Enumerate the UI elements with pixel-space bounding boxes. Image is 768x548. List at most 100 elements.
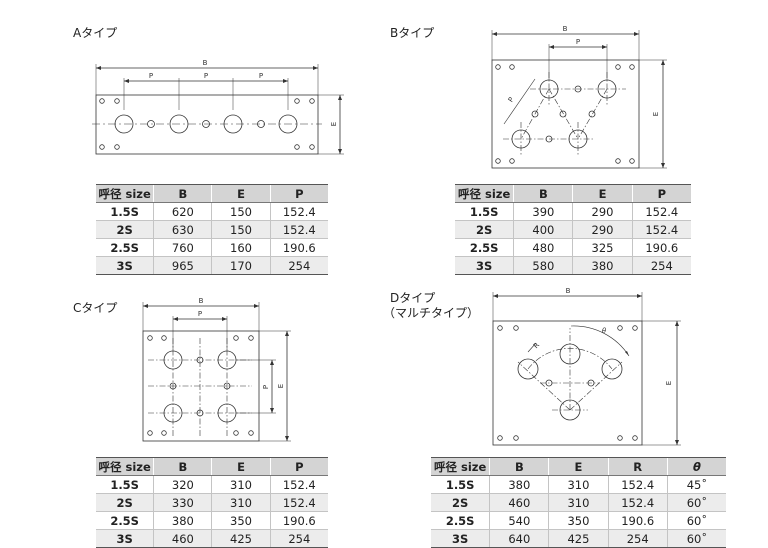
- cell-e: 350: [548, 511, 608, 530]
- cell-b: 330: [153, 493, 212, 512]
- cell-size: 1.5S: [431, 475, 490, 494]
- cell-p: 152.4: [631, 220, 691, 239]
- cell-b: 965: [153, 256, 212, 275]
- a-type-title: Aタイプ: [73, 26, 118, 40]
- b-dim-p-diagonal: P: [507, 96, 516, 104]
- cell-e: 170: [211, 256, 271, 275]
- col-header-size: 呼径 size: [96, 457, 154, 476]
- table-row: 2S 330 310 152.4: [96, 493, 328, 512]
- c-dim-e: E: [277, 384, 285, 388]
- table-row: 2.5S 540 350 190.6 60˚: [431, 511, 726, 530]
- a-dim-p2: P: [204, 72, 208, 80]
- table-row: 1.5S 320 310 152.4: [96, 475, 328, 494]
- table-row: 2.5S 380 350 190.6: [96, 511, 328, 530]
- c-type-table: 呼径 size B E P 1.5S 320 310 152.4 2S 330 …: [96, 457, 328, 548]
- b-type-table: 呼径 size B E P 1.5S 390 290 152.4 2S 400 …: [455, 184, 691, 275]
- cell-size: 2S: [455, 220, 514, 239]
- col-header-b: B: [489, 457, 549, 476]
- table-row: 1.5S 620 150 152.4: [96, 202, 328, 221]
- c-dim-b: B: [199, 297, 204, 305]
- cell-theta: 60˚: [666, 529, 726, 548]
- cell-e: 290: [572, 202, 633, 221]
- cell-e: 310: [548, 475, 608, 494]
- cell-p: 254: [631, 256, 691, 275]
- cell-r: 152.4: [607, 475, 668, 494]
- cell-size: 3S: [455, 256, 514, 275]
- cell-size: 2S: [96, 220, 154, 239]
- c-dim-p-side: P: [262, 385, 270, 389]
- cell-p: 152.4: [631, 202, 691, 221]
- cell-size: 2.5S: [431, 511, 490, 530]
- col-header-size: 呼径 size: [431, 457, 490, 476]
- cell-e: 425: [548, 529, 608, 548]
- col-header-e: E: [211, 184, 271, 203]
- cell-e: 425: [211, 529, 271, 548]
- cell-p: 190.6: [269, 238, 328, 257]
- cell-r: 254: [607, 529, 668, 548]
- table-header-row: 呼径 size B E P: [96, 457, 328, 476]
- table-header-row: 呼径 size B E P: [455, 184, 691, 203]
- cell-b: 320: [153, 475, 212, 494]
- cell-p: 190.6: [631, 238, 691, 257]
- d-dim-b: B: [566, 287, 571, 295]
- d-type-subtitle: （マルチタイプ）: [383, 306, 480, 320]
- cell-size: 1.5S: [96, 202, 154, 221]
- d-dim-theta: θ: [602, 327, 607, 335]
- cell-b: 640: [489, 529, 549, 548]
- cell-p: 152.4: [269, 220, 328, 239]
- b-type-title: Bタイプ: [390, 26, 435, 40]
- cell-r: 152.4: [607, 493, 668, 512]
- table-row: 2S 400 290 152.4: [455, 220, 691, 239]
- c-type-title: Cタイプ: [73, 301, 118, 315]
- col-header-size: 呼径 size: [96, 184, 154, 203]
- table-row: 1.5S 380 310 152.4 45˚: [431, 475, 726, 494]
- cell-e: 290: [572, 220, 633, 239]
- a-dim-p1: P: [149, 72, 153, 80]
- table-row: 3S 640 425 254 60˚: [431, 529, 726, 548]
- cell-size: 2S: [96, 493, 154, 512]
- table-row: 3S 965 170 254: [96, 256, 328, 275]
- cell-size: 2S: [431, 493, 490, 512]
- cell-e: 310: [211, 475, 271, 494]
- cell-e: 310: [548, 493, 608, 512]
- table-row: 1.5S 390 290 152.4: [455, 202, 691, 221]
- cell-p: 190.6: [269, 511, 328, 530]
- cell-b: 400: [513, 220, 573, 239]
- cell-p: 152.4: [269, 475, 328, 494]
- col-header-b: B: [153, 184, 212, 203]
- cell-theta: 60˚: [666, 511, 726, 530]
- cell-theta: 45˚: [666, 475, 726, 494]
- d-dim-e: E: [665, 381, 673, 385]
- b-dim-b: B: [563, 25, 568, 33]
- col-header-e: E: [548, 457, 608, 476]
- d-type-title: Dタイプ: [390, 291, 436, 305]
- cell-b: 460: [489, 493, 549, 512]
- cell-e: 325: [572, 238, 633, 257]
- b-dim-p: P: [576, 38, 580, 46]
- cell-e: 160: [211, 238, 271, 257]
- table-row: 2.5S 480 325 190.6: [455, 238, 691, 257]
- b-dim-e: E: [652, 112, 660, 116]
- table-row: 2S 630 150 152.4: [96, 220, 328, 239]
- cell-b: 580: [513, 256, 573, 275]
- cell-b: 630: [153, 220, 212, 239]
- d-dim-r: R: [532, 341, 541, 350]
- a-dim-b: B: [203, 59, 208, 67]
- col-header-e: E: [211, 457, 271, 476]
- cell-b: 540: [489, 511, 549, 530]
- table-row: 3S 460 425 254: [96, 529, 328, 548]
- cell-size: 2.5S: [96, 511, 154, 530]
- cell-e: 350: [211, 511, 271, 530]
- cell-theta: 60˚: [666, 493, 726, 512]
- cell-p: 152.4: [269, 493, 328, 512]
- cell-e: 380: [572, 256, 633, 275]
- cell-size: 1.5S: [455, 202, 514, 221]
- cell-b: 380: [153, 511, 212, 530]
- col-header-p: P: [269, 184, 328, 203]
- cell-b: 620: [153, 202, 212, 221]
- cell-r: 190.6: [607, 511, 668, 530]
- table-header-row: 呼径 size B E R θ: [431, 457, 726, 476]
